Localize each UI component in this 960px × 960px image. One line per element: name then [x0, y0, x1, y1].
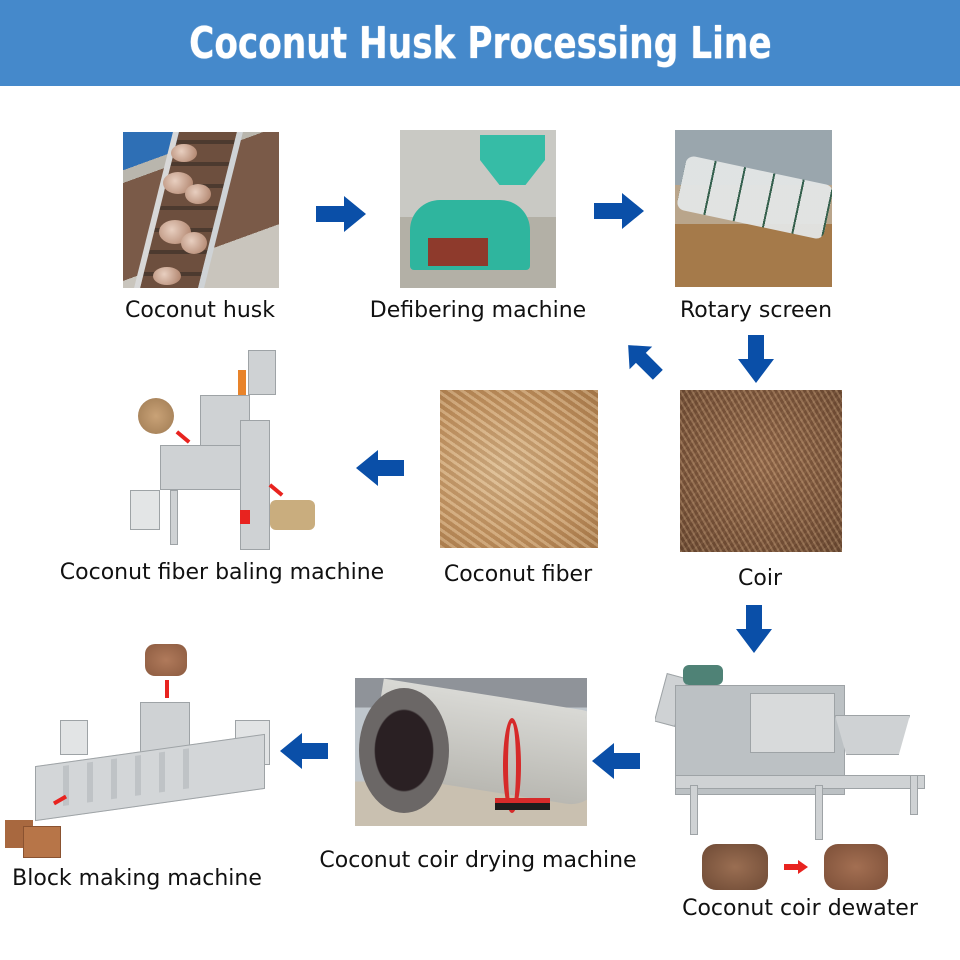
block-making-machine-image: [5, 640, 275, 860]
defibering-machine-image: [400, 130, 556, 288]
red-arrow-right-icon: [784, 860, 808, 874]
coconut-coir-dewater-image: [655, 665, 930, 840]
coconut-coir-drying-machine-image: [355, 678, 587, 826]
arrow-down-left-icon: [620, 340, 666, 380]
page-title: Coconut Husk Processing Line: [188, 17, 772, 69]
wet-coir-image: [702, 844, 768, 890]
arrow-left-icon: [356, 450, 404, 486]
coir-label: Coir: [738, 566, 782, 591]
header-banner: Coconut Husk Processing Line: [0, 0, 960, 86]
coconut-coir-dewater-label: Coconut coir dewater: [682, 896, 918, 921]
coir-image: [680, 390, 842, 552]
arrow-left-icon: [280, 733, 328, 769]
block-making-machine-label: Block making machine: [12, 866, 262, 891]
coconut-fiber-baling-machine-label: Coconut fiber baling machine: [59, 560, 385, 585]
coconut-fiber-image: [440, 390, 598, 548]
arrow-right-icon: [594, 193, 644, 229]
rotary-screen-label: Rotary screen: [679, 298, 833, 323]
dewatered-coir-image: [824, 844, 888, 890]
coconut-fiber-label: Coconut fiber: [443, 562, 593, 587]
rotary-screen-image: [675, 130, 832, 287]
arrow-left-icon: [592, 743, 640, 779]
coconut-husk-image: [123, 132, 279, 288]
coconut-fiber-baling-machine-image: [120, 350, 320, 555]
arrow-down-icon: [736, 605, 772, 653]
defibering-machine-label: Defibering machine: [369, 298, 587, 323]
arrow-right-icon: [316, 196, 366, 232]
coconut-coir-drying-machine-label: Coconut coir drying machine: [319, 848, 637, 873]
arrow-down-icon: [738, 335, 774, 383]
coconut-husk-label: Coconut husk: [125, 298, 275, 323]
